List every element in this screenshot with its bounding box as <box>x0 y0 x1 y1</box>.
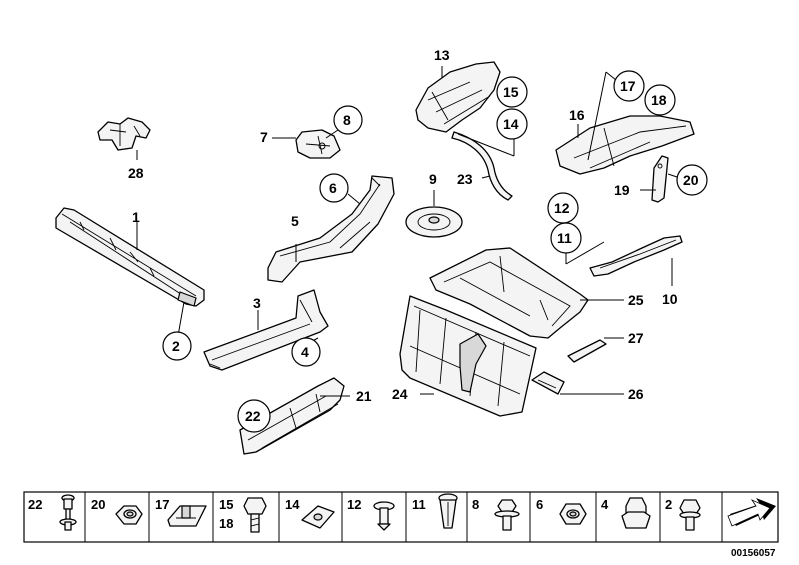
callout-6-circle <box>319 173 349 203</box>
callout-17-circle <box>613 70 645 102</box>
callout-18[interactable]: 18 <box>651 92 667 108</box>
callout-8-circle <box>333 105 363 135</box>
callout-6[interactable]: 6 <box>329 180 337 196</box>
hardware-cell-11[interactable]: 11 <box>412 493 458 529</box>
hex-bolt-icon <box>243 497 267 533</box>
document-number: 00156057 <box>731 548 776 559</box>
hardware-number: 17 <box>155 497 169 512</box>
callout-9[interactable]: 9 <box>429 171 437 187</box>
callout-19[interactable]: 19 <box>614 182 630 198</box>
callout-1[interactable]: 1 <box>132 209 140 225</box>
cap-nut-icon <box>621 497 651 529</box>
callout-7[interactable]: 7 <box>260 129 268 145</box>
spreading-rivet-icon <box>438 493 458 529</box>
part-23-rod[interactable] <box>451 131 513 201</box>
clip-nut-icon <box>167 505 207 527</box>
hardware-cell-12[interactable]: 12 <box>347 497 395 531</box>
callout-12-circle <box>547 192 579 224</box>
callout-13[interactable]: 13 <box>434 47 450 63</box>
part-9-disc[interactable] <box>405 206 463 238</box>
hardware-number: 2 <box>665 497 672 512</box>
direction-arrow-icon <box>727 498 776 527</box>
callout-24[interactable]: 24 <box>392 386 408 402</box>
hardware-cell-15-18[interactable]: 15 18 <box>219 497 267 533</box>
part-7-bracket[interactable] <box>295 129 341 159</box>
callout-16[interactable]: 16 <box>569 107 585 123</box>
callout-5[interactable]: 5 <box>291 213 299 229</box>
spring-nut-icon <box>301 505 335 529</box>
callout-10[interactable]: 10 <box>662 291 678 307</box>
collar-screw-icon <box>494 499 520 531</box>
screw-with-washer-icon <box>59 494 77 531</box>
leader-lines <box>136 66 681 415</box>
hardware-number: 18 <box>219 516 233 531</box>
hardware-cell-20[interactable]: 20 <box>91 497 143 525</box>
callout-23[interactable]: 23 <box>457 171 473 187</box>
callout-18-circle <box>644 84 676 116</box>
part-24-partition[interactable] <box>399 295 537 417</box>
part-25-floor-panel[interactable] <box>429 247 589 339</box>
hardware-cell-arrow <box>727 498 776 527</box>
callout-12[interactable]: 12 <box>554 200 570 216</box>
hardware-cell-14[interactable]: 14 <box>285 497 335 529</box>
callout-11[interactable]: 11 <box>557 230 572 246</box>
callout-20-circle <box>676 164 708 196</box>
callout-14-circle <box>496 108 528 140</box>
hardware-number: 22 <box>28 497 42 512</box>
hardware-number: 15 <box>219 497 233 512</box>
part-1-cross-member[interactable] <box>55 207 205 307</box>
hardware-cell-4[interactable]: 4 <box>601 497 651 529</box>
hardware-cell-17[interactable]: 17 <box>155 497 207 527</box>
hardware-number: 8 <box>472 497 479 512</box>
collar-nut-icon <box>115 505 143 525</box>
callout-labels: 1 2 3 4 5 6 7 8 9 10 11 12 13 14 15 16 1… <box>128 47 708 433</box>
part-26-clip[interactable] <box>531 371 565 395</box>
hardware-strip: 22 20 17 <box>23 491 779 543</box>
part-5-duct[interactable] <box>267 175 395 283</box>
part-28-bracket[interactable] <box>97 117 151 151</box>
callout-3[interactable]: 3 <box>253 295 261 311</box>
callout-21[interactable]: 21 <box>356 388 372 404</box>
callout-26[interactable]: 26 <box>628 386 644 402</box>
hex-nut-icon <box>559 503 587 525</box>
flange-screw-icon <box>679 499 701 531</box>
callout-4[interactable]: 4 <box>301 344 309 360</box>
hardware-cell-2[interactable]: 2 <box>665 497 701 531</box>
hardware-cell-6[interactable]: 6 <box>536 497 587 525</box>
callout-2-circle <box>162 331 192 361</box>
callout-15[interactable]: 15 <box>503 84 519 100</box>
callout-15-circle <box>496 76 528 108</box>
callout-27[interactable]: 27 <box>628 330 644 346</box>
part-21-channel[interactable] <box>239 377 345 455</box>
hardware-number: 4 <box>601 497 609 512</box>
callout-22-circle <box>237 399 271 433</box>
callout-4-circle <box>291 337 321 367</box>
expanding-rivet-icon <box>373 501 395 531</box>
callout-20[interactable]: 20 <box>683 172 699 188</box>
part-10-trim[interactable] <box>589 235 683 277</box>
hardware-number: 20 <box>91 497 105 512</box>
part-13-heat-shield[interactable] <box>415 61 501 133</box>
callout-25[interactable]: 25 <box>628 292 644 308</box>
hardware-number: 6 <box>536 497 543 512</box>
part-27-strip[interactable] <box>567 339 607 363</box>
callout-28[interactable]: 28 <box>128 165 144 181</box>
callout-17[interactable]: 17 <box>620 78 636 94</box>
part-3-panel[interactable] <box>203 289 329 371</box>
callout-22[interactable]: 22 <box>245 408 261 424</box>
hardware-cell-8[interactable]: 8 <box>472 497 520 531</box>
hardware-cell-22[interactable]: 22 <box>28 494 77 531</box>
part-16-heat-shield[interactable] <box>555 115 695 175</box>
callout-14[interactable]: 14 <box>503 116 519 132</box>
hardware-number: 12 <box>347 497 361 512</box>
hardware-number: 14 <box>285 497 300 512</box>
hardware-number: 11 <box>412 497 426 512</box>
callout-8[interactable]: 8 <box>343 112 351 128</box>
callout-2[interactable]: 2 <box>172 338 180 354</box>
part-19-strap[interactable] <box>651 155 669 203</box>
